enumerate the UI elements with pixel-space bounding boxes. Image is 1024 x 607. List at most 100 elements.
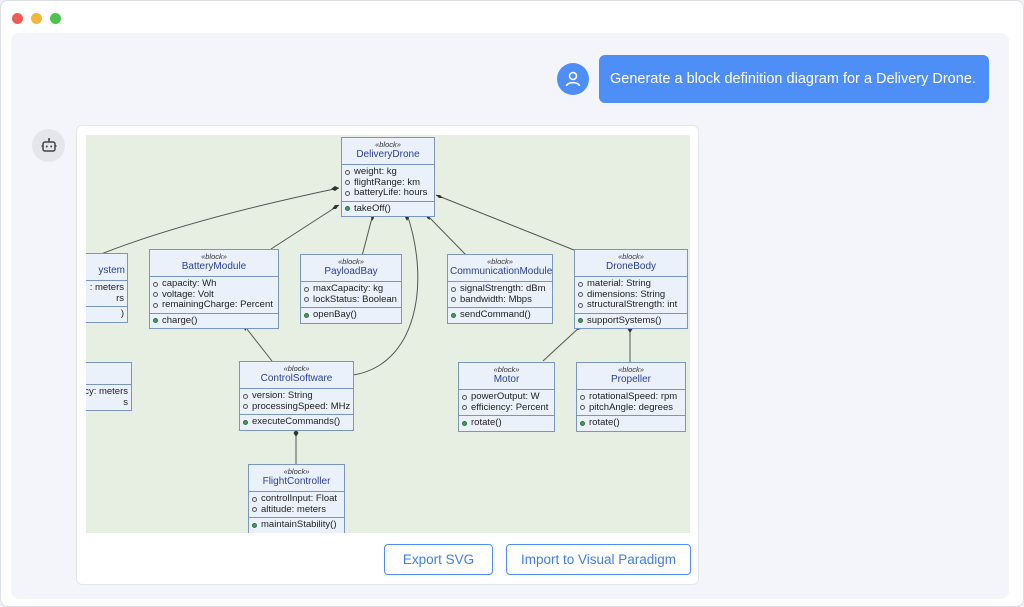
block-deliverydrone[interactable]: «block»DeliveryDrone weight: kg flightRa… bbox=[341, 137, 435, 217]
block-attribute: s bbox=[123, 396, 128, 408]
operation-marker-icon bbox=[243, 419, 248, 425]
block-name: ControlSoftware bbox=[260, 373, 333, 384]
block-attribute: processingSpeed: MHz bbox=[252, 400, 351, 412]
attribute-marker-icon bbox=[304, 297, 309, 303]
block-payloadbay[interactable]: «block»PayloadBay maxCapacity: kg lockSt… bbox=[300, 254, 402, 324]
minimize-window-button[interactable] bbox=[31, 13, 42, 24]
block-attribute: bandwidth: Mbps bbox=[460, 293, 532, 305]
block-dronebody[interactable]: «block»DroneBody material: String dimens… bbox=[574, 249, 688, 329]
attribute-marker-icon bbox=[580, 405, 585, 411]
block-attribute: powerOutput: W bbox=[471, 391, 540, 402]
link-drone-body bbox=[435, 194, 575, 251]
block-operation: maintainStability() bbox=[261, 519, 337, 530]
block-attribute: lockStatus: Boolean bbox=[313, 293, 397, 305]
block-stereotype: «block» bbox=[201, 252, 227, 261]
block-name: DroneBody bbox=[605, 261, 657, 272]
block-definition-diagram[interactable]: «block»DeliveryDrone weight: kg flightRa… bbox=[86, 135, 690, 533]
operation-marker-icon bbox=[578, 318, 583, 324]
block-attribute: maxCapacity: kg bbox=[313, 283, 384, 294]
attribute-marker-icon bbox=[578, 292, 583, 298]
chat-area: Generate a block definition diagram for … bbox=[11, 33, 1009, 599]
attribute-marker-icon bbox=[243, 404, 248, 410]
block-operation: supportSystems() bbox=[587, 314, 662, 326]
block-stereotype: «block» bbox=[487, 257, 513, 266]
attribute-marker-icon bbox=[345, 169, 350, 175]
user-icon bbox=[565, 71, 581, 87]
link-drone-payload bbox=[361, 213, 374, 257]
block-attribute: batteryLife: hours bbox=[354, 187, 428, 198]
block-attribute: voltage: Volt bbox=[162, 288, 214, 300]
block-stereotype: «block» bbox=[618, 365, 644, 374]
block-attribute: capacity: Wh bbox=[162, 278, 217, 289]
link-battery-software bbox=[242, 323, 273, 362]
block-partial-left[interactable]: cy: meters s bbox=[86, 362, 132, 411]
attribute-marker-icon bbox=[304, 286, 309, 292]
operation-marker-icon bbox=[462, 420, 467, 426]
title-bar bbox=[1, 1, 1023, 33]
block-attribute: efficiency: Percent bbox=[471, 401, 549, 413]
user-message-bubble: Generate a block definition diagram for … bbox=[599, 55, 989, 103]
attribute-marker-icon bbox=[345, 180, 350, 186]
attribute-marker-icon bbox=[462, 405, 467, 411]
maximize-window-button[interactable] bbox=[50, 13, 61, 24]
operation-marker-icon bbox=[153, 318, 158, 324]
link-body-motor bbox=[542, 324, 583, 362]
block-operation: openBay() bbox=[313, 309, 357, 320]
import-visual-paradigm-button[interactable]: Import to Visual Paradigm bbox=[506, 544, 691, 575]
block-stereotype: «block» bbox=[375, 140, 401, 149]
robot-icon bbox=[41, 137, 56, 152]
block-batterymodule[interactable]: «block»BatteryModule capacity: Wh voltag… bbox=[149, 249, 279, 329]
block-attribute: rs bbox=[116, 292, 124, 304]
block-attribute: structuralStrength: int bbox=[587, 299, 678, 310]
link-drone-battery bbox=[270, 204, 340, 250]
block-motor[interactable]: «block»Motor powerOutput: W efficiency: … bbox=[458, 362, 555, 432]
block-attribute: controlInput: Float bbox=[261, 493, 338, 504]
attribute-marker-icon bbox=[451, 297, 456, 303]
composition-diamond bbox=[331, 186, 339, 191]
block-attribute: version: String bbox=[252, 390, 313, 401]
block-name: CommunicationModule bbox=[450, 266, 553, 277]
block-propeller[interactable]: «block»Propeller rotationalSpeed: rpm pi… bbox=[576, 362, 686, 432]
attribute-marker-icon bbox=[153, 302, 158, 308]
block-attribute: cy: meters bbox=[86, 386, 128, 397]
composition-diamond bbox=[332, 205, 339, 209]
block-operation: rotate() bbox=[471, 417, 502, 428]
block-name: DeliveryDrone bbox=[356, 149, 420, 160]
block-attribute: dimensions: String bbox=[587, 288, 666, 300]
attribute-marker-icon bbox=[580, 394, 585, 400]
close-window-button[interactable] bbox=[12, 13, 23, 24]
attribute-marker-icon bbox=[153, 281, 158, 287]
bot-avatar bbox=[32, 129, 65, 162]
operation-marker-icon bbox=[304, 312, 309, 318]
attribute-marker-icon bbox=[578, 302, 583, 308]
block-controlsoftware[interactable]: «block»ControlSoftware version: String p… bbox=[239, 361, 354, 431]
operation-marker-icon bbox=[451, 312, 456, 318]
block-stereotype: «block» bbox=[283, 364, 310, 373]
block-operation: rotate() bbox=[589, 417, 620, 428]
block-name: Propeller bbox=[610, 374, 652, 385]
block-attribute: weight: kg bbox=[354, 166, 397, 177]
block-stereotype: «block» bbox=[283, 467, 310, 476]
block-navigation-system-partial[interactable]: ystem : meters rs ) bbox=[86, 253, 128, 323]
attribute-marker-icon bbox=[153, 292, 158, 298]
operation-marker-icon bbox=[345, 206, 350, 212]
block-flightcontroller[interactable]: «block»FlightController controlInput: Fl… bbox=[248, 464, 345, 533]
block-communicationmodule[interactable]: «block»CommunicationModule signalStrengt… bbox=[447, 254, 553, 324]
block-stereotype: «block» bbox=[338, 257, 364, 266]
block-operation: takeOff() bbox=[354, 202, 391, 214]
block-operation: sendCommand() bbox=[460, 309, 531, 320]
link-drone-software bbox=[352, 213, 419, 376]
attribute-marker-icon bbox=[345, 190, 350, 196]
export-svg-button[interactable]: Export SVG bbox=[384, 544, 493, 575]
block-attribute: : meters bbox=[89, 282, 124, 293]
block-operation: charge() bbox=[162, 314, 198, 326]
block-attribute: pitchAngle: degrees bbox=[589, 401, 673, 413]
attribute-marker-icon bbox=[462, 394, 467, 400]
block-name: FlightController bbox=[262, 476, 331, 487]
block-name: PayloadBay bbox=[324, 266, 378, 277]
block-attribute: altitude: meters bbox=[261, 503, 326, 515]
attribute-marker-icon bbox=[243, 393, 248, 399]
block-attribute: flightRange: km bbox=[354, 176, 421, 188]
link-drone-nav bbox=[95, 187, 340, 257]
block-stereotype: «block» bbox=[618, 252, 644, 261]
